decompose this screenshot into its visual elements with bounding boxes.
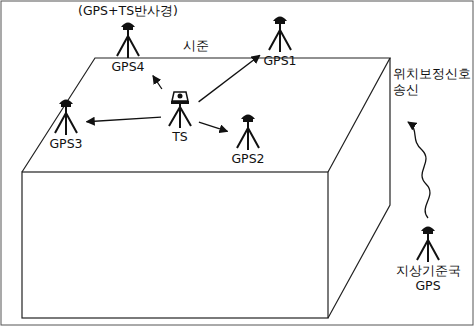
gps-tripod [237,115,259,151]
gps-tripod [55,100,77,136]
instrument-slot [49,95,82,136]
instrument-slot [78,18,178,59]
instrument-slot [396,222,460,263]
gps-tripod [269,17,291,53]
instrument-label: GPS4 [78,59,178,74]
signal-label: 위치보정신호 송신 [392,66,470,97]
instrument-node: GPS2 [229,110,266,166]
instrument-node: GPS1 [261,12,298,68]
instrument-slot [165,88,195,129]
base-station-tripod [417,227,439,263]
instrument-slot [263,12,296,53]
total-station-tripod [169,92,191,128]
radio-signal-arrow [408,122,430,218]
sighting-arrow [153,76,162,89]
instrument-note: (GPS+TS반사경) [78,3,178,18]
instrument-slot [231,110,264,151]
instrument-node: GPS3 [47,95,84,151]
gps-tripod [117,23,139,59]
building-front-face [22,172,328,318]
building-top-face [22,58,390,172]
building-side-face [328,58,390,318]
sighting-arrow [87,117,161,122]
instrument-node: TS [163,88,197,144]
instrument-node: (GPS+TS반사경) GPS4 [76,3,180,74]
instrument-node: 지상기준국 GPS [394,222,462,293]
instrument-label: GPS1 [263,53,296,68]
instrument-label: 지상기준국 GPS [396,263,460,293]
sighting-arrow [199,122,228,131]
instrument-label: GPS2 [231,151,264,166]
instrument-label: TS [165,129,195,144]
sighting-arrow [199,55,260,102]
sighting-label: 시준 [182,38,210,54]
instrument-label: GPS3 [49,136,82,151]
